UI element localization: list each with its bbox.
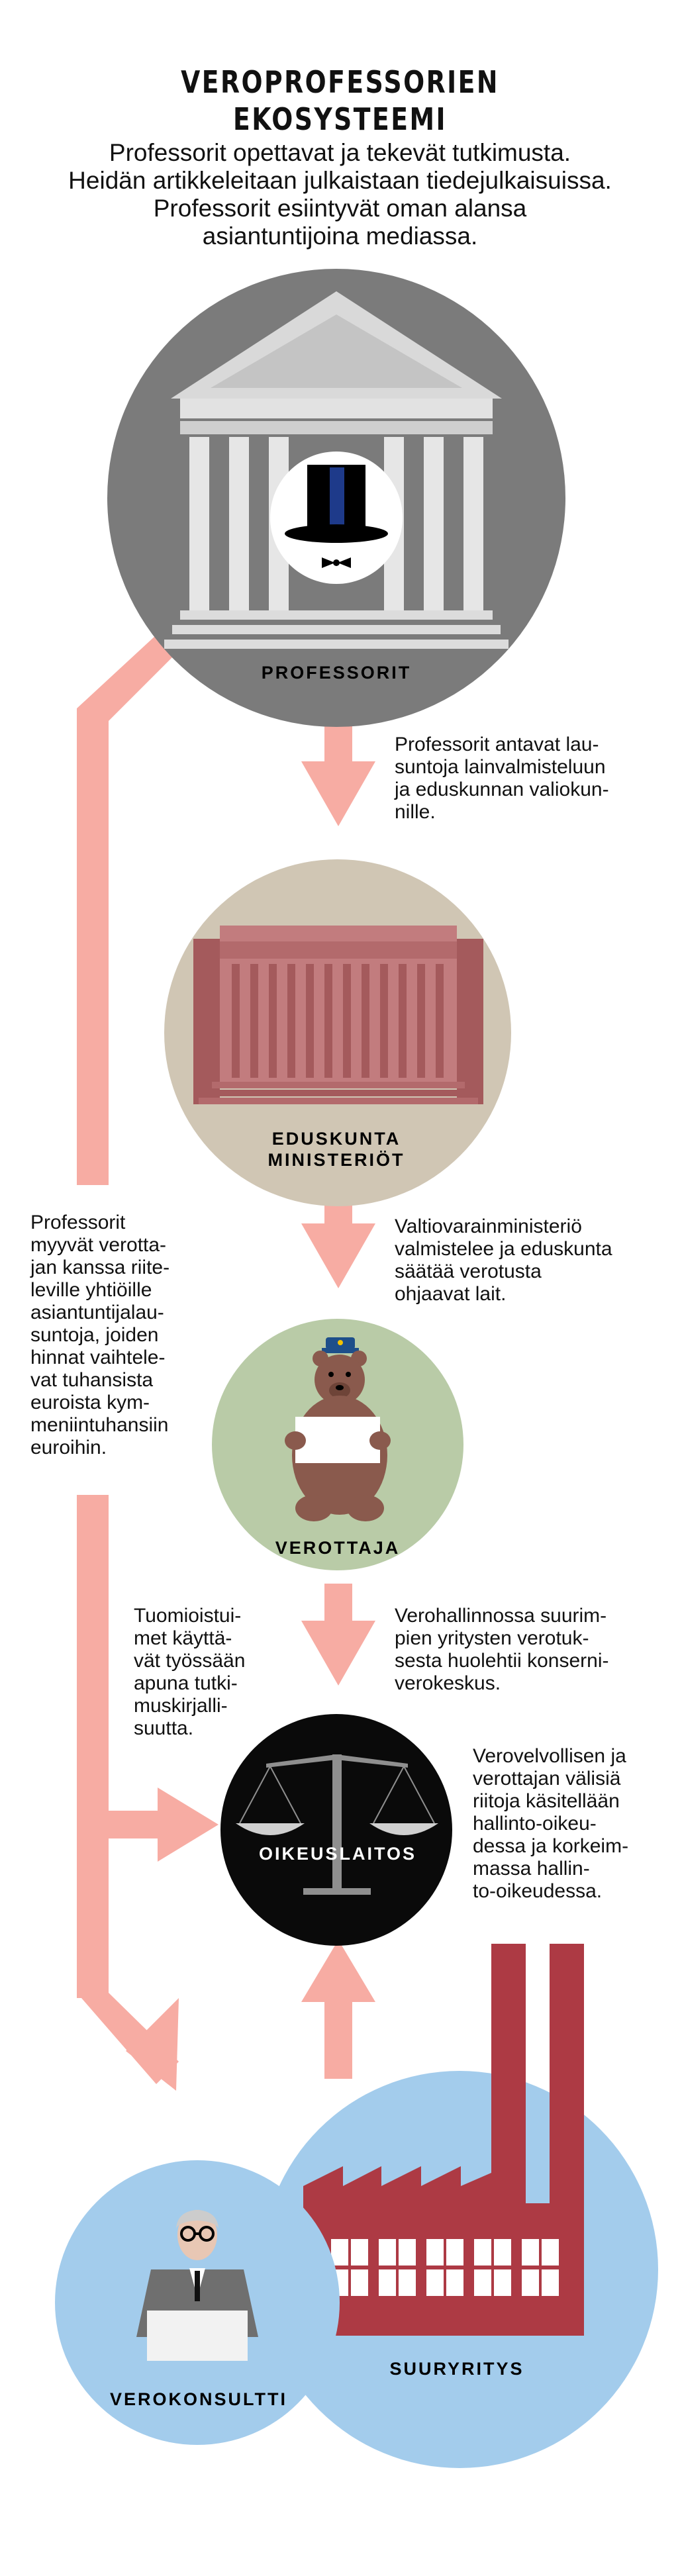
note-line: met käyttä- (134, 1627, 232, 1649)
node-label-verokonsultti: VEROKONSULTTI (110, 2389, 287, 2409)
left-path-arrow (77, 628, 182, 1185)
arrow-left-to-oikeuslaitos (158, 1788, 219, 1862)
note-line: Tuomioistui- (134, 1605, 242, 1627)
note-line: Professorit antavat lau- (395, 734, 599, 755)
note-valtiovarain: Valtiovarainministeriö valmistelee ja ed… (395, 1216, 612, 1306)
note-line: euroista kym- (30, 1392, 150, 1413)
arrow-to-eduskunta (301, 761, 375, 826)
note-line: euroihin. (30, 1437, 107, 1458)
note-line: Verohallinnossa suurim- (395, 1605, 607, 1627)
note-myyvat: Professorit myyvät verotta- jan kanssa r… (30, 1212, 170, 1459)
arrow-to-verokonsultti (126, 1998, 179, 2091)
note-line: pien yritysten verotuk- (395, 1627, 589, 1649)
note-line: verottajan välisiä (473, 1768, 621, 1789)
note-line: suntoja, joiden (30, 1324, 159, 1346)
node-label-professorit: PROFESSORIT (261, 663, 412, 683)
note-line: riitoja käsitellään (473, 1790, 620, 1812)
node-label-eduskunta: EDUSKUNTA MINISTERIÖT (217, 1128, 456, 1170)
note-tuomioistuimet: Tuomioistui- met käyttä- vät työssään ap… (134, 1605, 245, 1740)
note-line: apuna tutki- (134, 1672, 238, 1694)
title-line-1: VEROPROFESSORIEN (181, 64, 499, 100)
note-line: to-oikeudessa. (473, 1880, 603, 1902)
note-line: myyvät verotta- (30, 1234, 167, 1256)
note-line: dessa ja korkeim- (473, 1835, 629, 1857)
note-line: säätää verotusta (395, 1261, 542, 1282)
note-line: suntoja lainvalmisteluun (395, 756, 606, 778)
note-line: hinnat vaihtele- (30, 1347, 166, 1368)
note-line: vat tuhansista (30, 1369, 154, 1391)
note-line: ohjaavat lait. (395, 1283, 507, 1305)
node-label-oikeuslaitos: OIKEUSLAITOS (258, 1844, 417, 1864)
arrow-to-verottaja (301, 1223, 375, 1288)
intro-line: Professorit esiintyvät oman alansa (153, 195, 527, 222)
node-label-verottaja: VEROTTAJA (275, 1538, 401, 1558)
parliament-building-icon (193, 926, 483, 1104)
note-line: jan kanssa riite- (30, 1257, 170, 1278)
note-line: vät työssään (134, 1650, 246, 1672)
title-line-2: EKOSYSTEEMI (233, 101, 447, 137)
note-line: Valtiovarainministeriö (395, 1216, 582, 1237)
note-line: Professorit (30, 1212, 126, 1233)
temple-icon (164, 291, 509, 649)
note-line: valmistelee ja eduskunta (395, 1238, 612, 1260)
node-label-suuryritys: SUURYRITYS (389, 2359, 524, 2379)
note-lausunnot: Professorit antavat lau- suntoja lainval… (395, 734, 609, 824)
note-line: sesta huolehtii konserni- (395, 1650, 609, 1672)
bear-icon (285, 1337, 391, 1521)
page-title: VEROPROFESSORIEN EKOSYSTEEMI (61, 64, 618, 138)
intro-line: Professorit opettavat ja tekevät tutkimu… (109, 139, 571, 166)
note-line: asiantuntijalau- (30, 1302, 164, 1323)
note-line: muskirjalli- (134, 1695, 228, 1717)
intro-text: Professorit opettavat ja tekevät tutkimu… (26, 139, 654, 250)
arrow-to-oikeuslaitos (301, 1621, 375, 1686)
arrow-up-from-suuryritys (301, 1940, 375, 2002)
node-label-eduskunta-line: EDUSKUNTA (271, 1129, 401, 1149)
note-line: hallinto-oikeu- (473, 1813, 597, 1835)
note-line: Verovelvollisen ja (473, 1745, 626, 1767)
consultant-icon (136, 2210, 258, 2361)
note-line: verokeskus. (395, 1672, 501, 1694)
intro-line: Heidän artikkeleitaan julkaistaan tiedej… (68, 167, 612, 194)
intro-line: asiantuntijoina mediassa. (202, 222, 478, 250)
note-line: leville yhtiöille (30, 1279, 152, 1301)
factory-icon (303, 1944, 584, 2336)
scales-icon (236, 1754, 438, 1895)
note-verohallinto: Verohallinnossa suurim- pien yritysten v… (395, 1605, 609, 1695)
note-line: meniintuhansiin (30, 1414, 169, 1436)
top-hat-icon (285, 465, 388, 568)
note-line: ja eduskunnan valiokun- (395, 779, 609, 800)
note-line: suutta. (134, 1717, 194, 1739)
node-label-ministeriot-line: MINISTERIÖT (267, 1150, 405, 1170)
note-line: nille. (395, 801, 436, 823)
note-line: massa hallin- (473, 1858, 590, 1880)
note-riidat: Verovelvollisen ja verottajan välisiä ri… (473, 1745, 628, 1903)
